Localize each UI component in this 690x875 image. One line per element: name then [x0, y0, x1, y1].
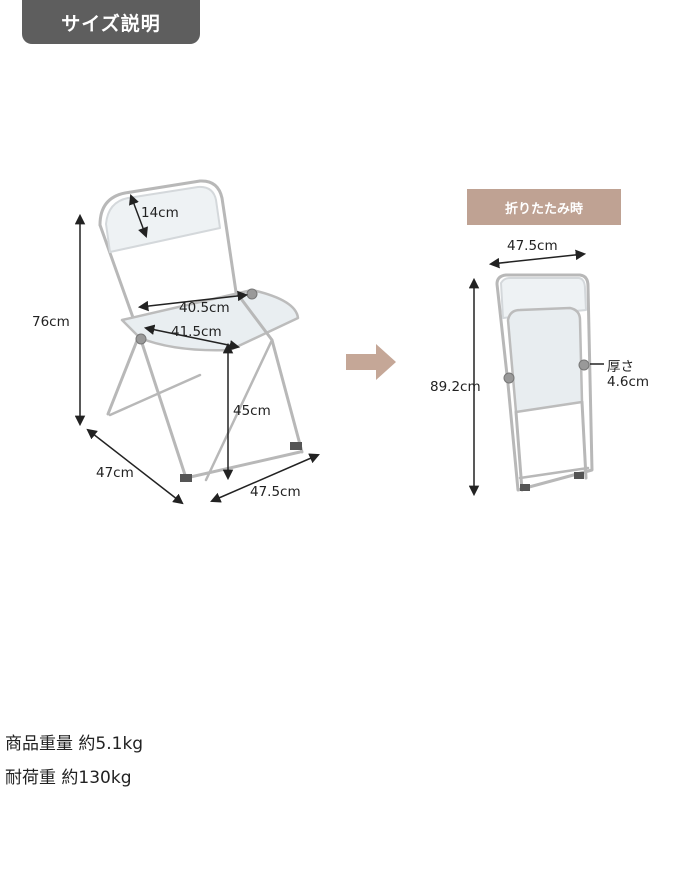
spec-load: 耐荷重 約130kg — [5, 768, 132, 788]
dim-total-height: 76cm — [32, 314, 70, 330]
folded-chair-illustration — [495, 273, 594, 492]
dim-folded-height: 89.2cm — [430, 379, 481, 395]
dim-back-height: 14cm — [141, 205, 179, 221]
section-title-badge: サイズ説明 — [22, 0, 200, 44]
dim-thickness: 4.6cm — [607, 374, 650, 390]
dim-depth: 47cm — [96, 465, 134, 481]
spec-weight: 商品重量 約5.1kg — [5, 734, 144, 754]
dim-seat-depth: 40.5cm — [179, 300, 230, 316]
dim-width: 47.5cm — [250, 484, 301, 500]
dim-thickness-label: 厚さ — [607, 359, 634, 375]
dim-seat-height: 45cm — [233, 403, 271, 419]
dim-seat-width: 41.5cm — [171, 324, 222, 340]
dim-folded-width: 47.5cm — [507, 238, 558, 254]
spec-list: 商品重量 約5.1kg 耐荷重 約130kg — [5, 727, 143, 795]
folded-label-tag: 折りたたみ時 — [467, 189, 621, 225]
transition-arrow — [346, 344, 396, 380]
